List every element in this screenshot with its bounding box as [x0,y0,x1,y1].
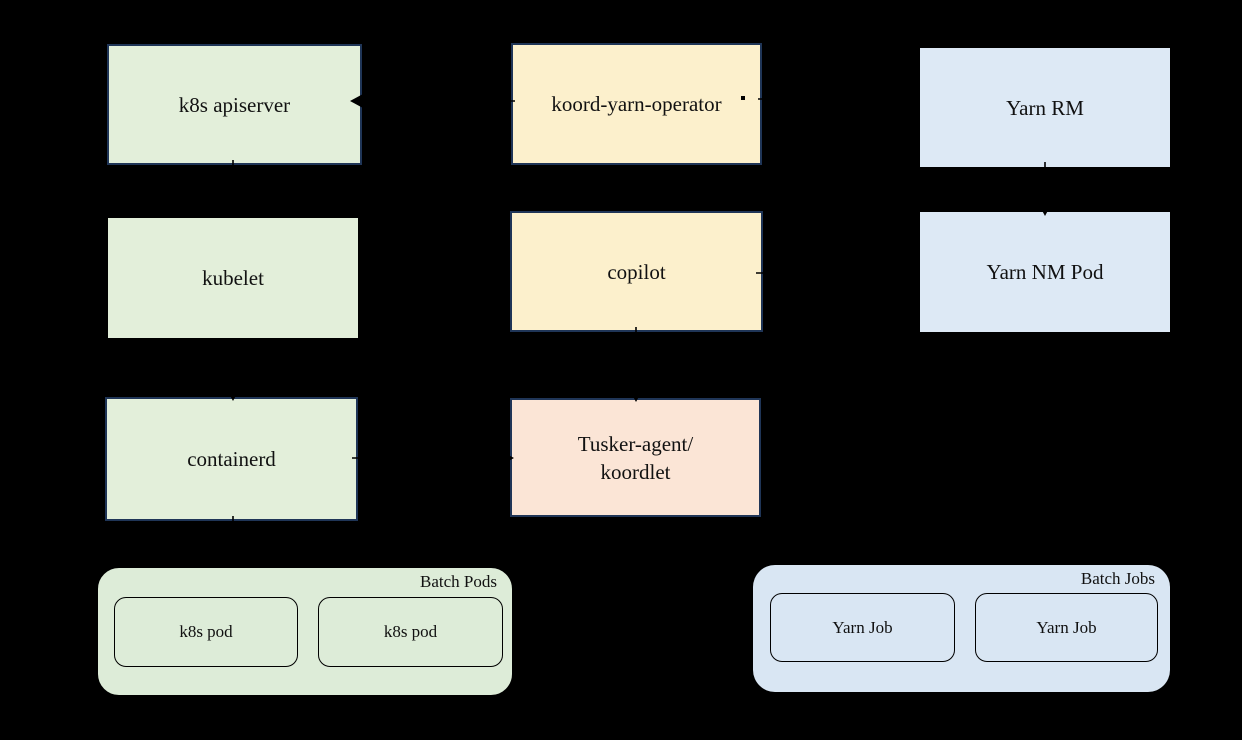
arrowhead-yarn-nm-pod [906,266,919,280]
node-label: Yarn RM [1006,95,1084,120]
node-k8s-pod-1: k8s pod [114,597,298,667]
group-batch-pods: Batch Pods k8s pod k8s pod [97,567,513,696]
node-label: copilot [607,259,666,284]
node-yarn-nm-pod: Yarn NM Pod [920,212,1170,332]
node-k8s-pod-2: k8s pod [318,597,503,667]
node-tusker-agent-koordlet: Tusker-agent/ koordlet [510,398,761,517]
node-label: Yarn NM Pod [986,260,1104,284]
arrowhead-yarn-rm [906,92,919,106]
node-label: k8s apiserver [178,92,291,117]
node-label: Yarn Job [1036,617,1097,637]
node-label: koord-yarn-operator [551,92,722,116]
node-k8s-apiserver: k8s apiserver [107,44,362,165]
node-label: k8s pod [383,622,438,641]
node-label: Yarn Job [832,617,893,637]
node-yarn-rm: Yarn RM [920,48,1170,167]
node-containerd: containerd [105,397,358,521]
node-label: k8s pod [179,622,233,641]
node-copilot: copilot [510,211,763,332]
group-batch-jobs-label: Batch Jobs [1080,569,1155,588]
node-yarn-job-2: Yarn Job [975,593,1158,662]
arrowhead-batch-pods [226,553,240,566]
node-label: containerd [187,447,276,471]
group-batch-pods-label: Batch Pods [420,572,497,591]
node-label: Tusker-agent/ koordlet [577,431,694,484]
node-label: kubelet [202,266,264,290]
arrowhead-kubelet [226,204,240,217]
node-kubelet: kubelet [108,218,358,338]
group-batch-jobs: Batch Jobs Yarn Job Yarn Job [753,565,1170,692]
node-koord-yarn-operator: koord-yarn-operator [511,43,762,165]
node-yarn-job-1: Yarn Job [770,593,955,662]
